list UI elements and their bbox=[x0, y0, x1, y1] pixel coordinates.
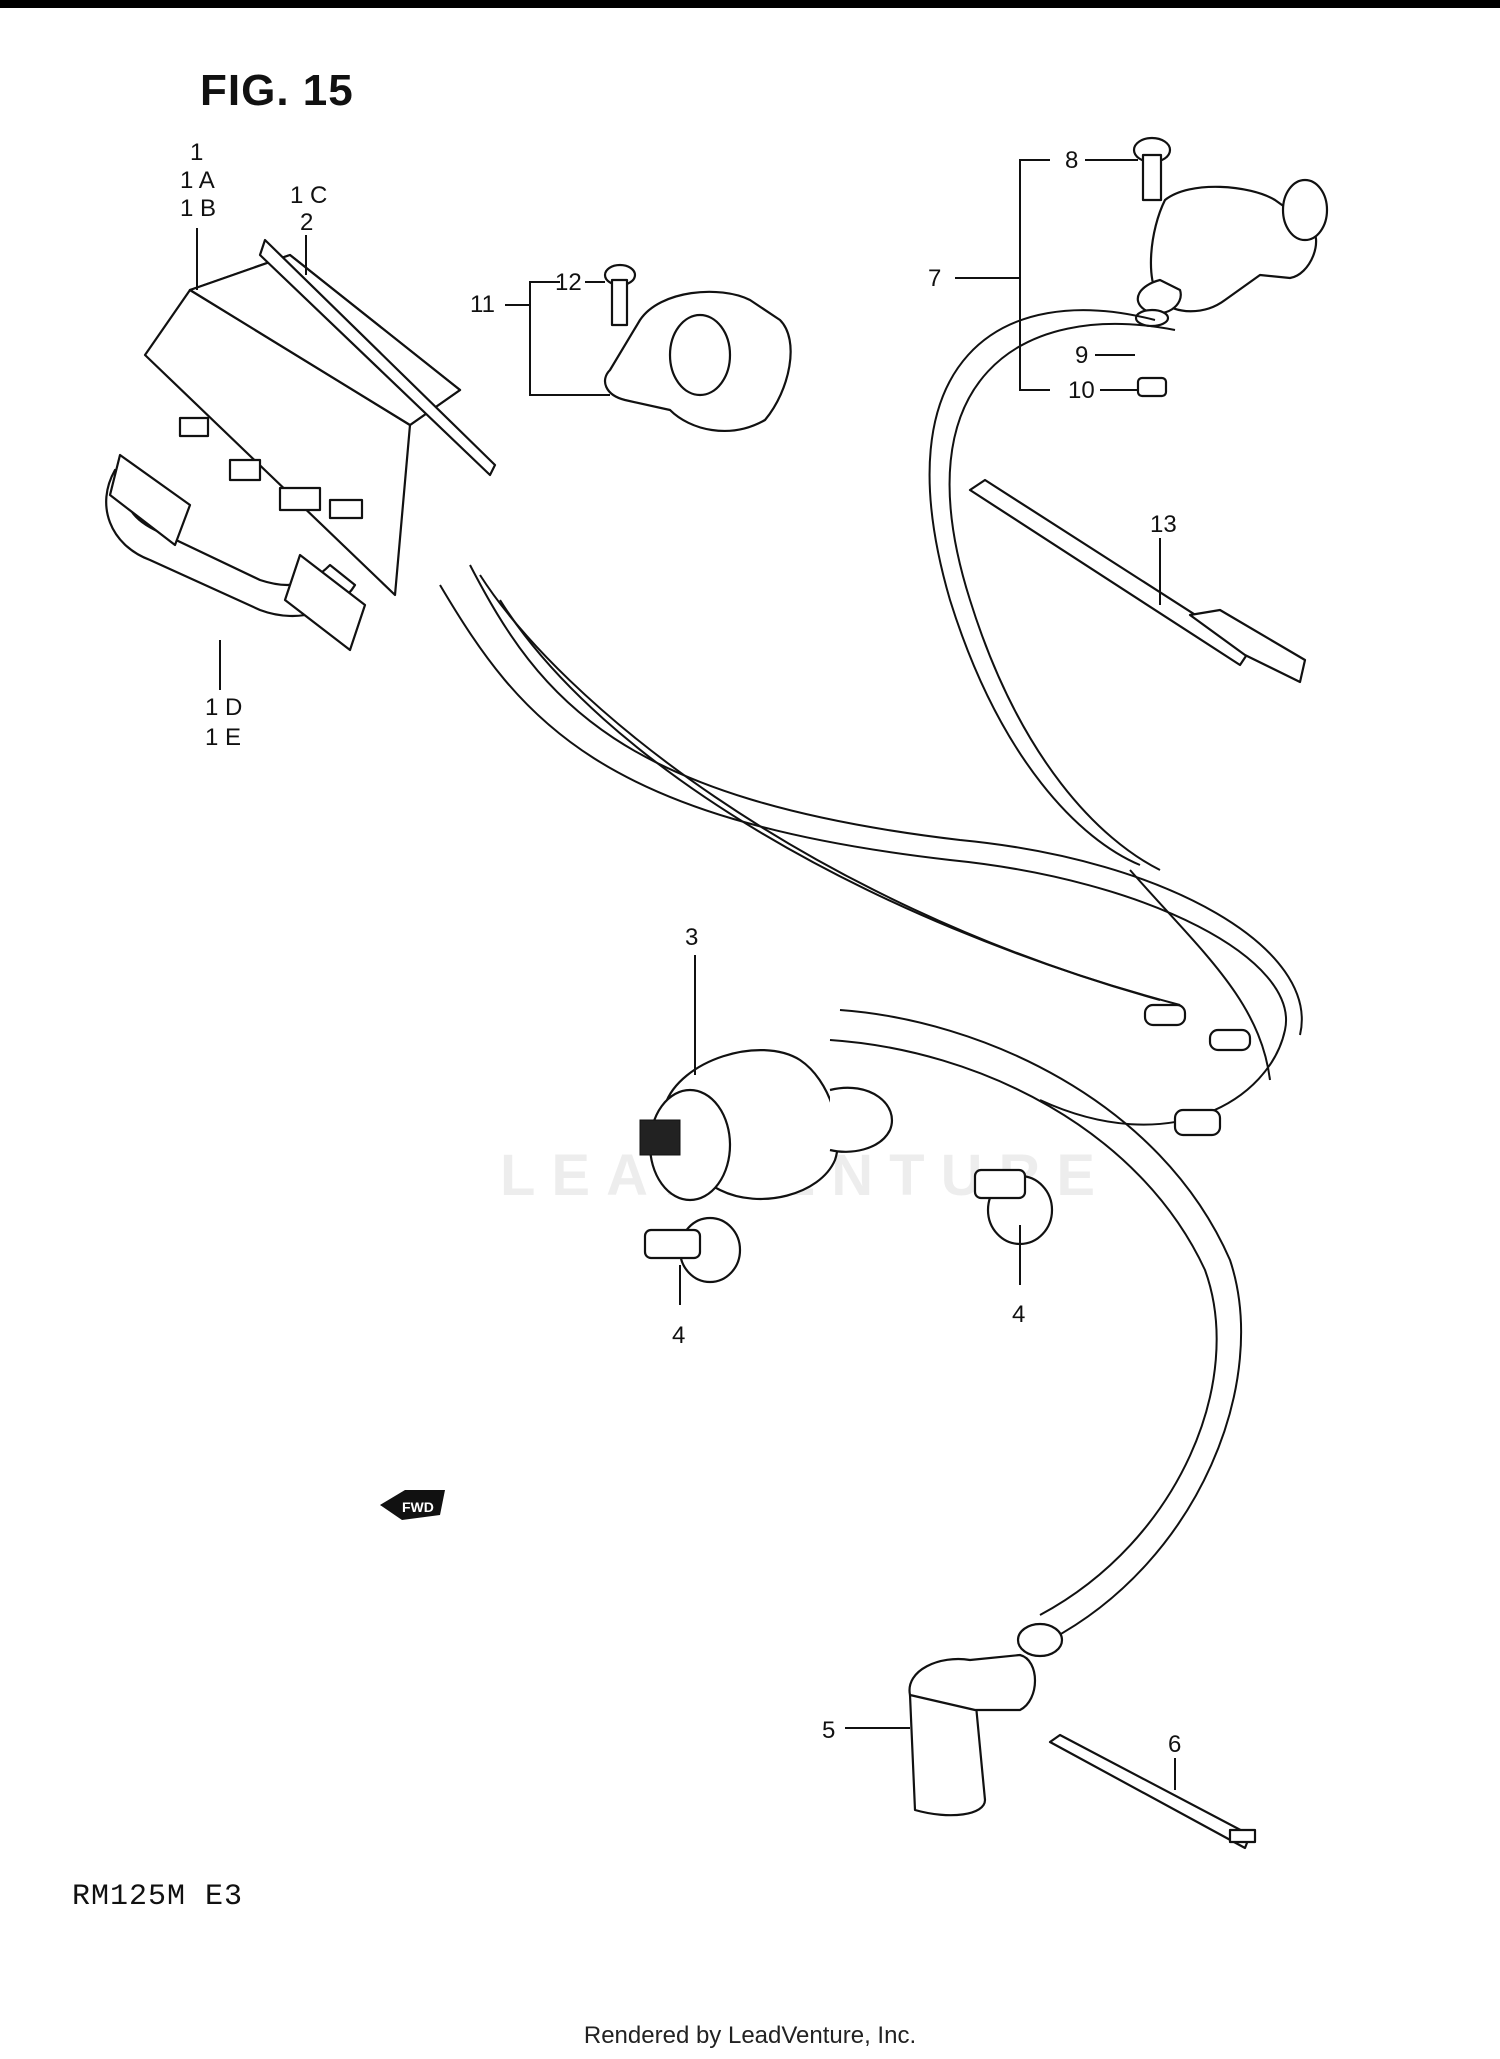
callout-1d: 1 D bbox=[205, 694, 242, 721]
callout-5: 5 bbox=[822, 1717, 835, 1744]
leader-lines bbox=[196, 159, 1176, 1790]
top-border bbox=[0, 0, 1500, 8]
callout-6: 6 bbox=[1168, 1731, 1181, 1758]
callout-1: 1 bbox=[190, 139, 203, 166]
callout-labels: 1 1 A 1 B 1 C 2 1 D 1 E 3 4 4 5 6 7 8 9 … bbox=[180, 139, 1181, 1758]
ignition-coil-icon[interactable] bbox=[639, 1049, 893, 1202]
callout-4a: 4 bbox=[672, 1322, 685, 1349]
callout-1c: 1 C bbox=[290, 182, 327, 209]
footer-credit: Rendered by LeadVenture, Inc. bbox=[583, 2022, 917, 2049]
clamp-screw-icon[interactable] bbox=[603, 263, 637, 327]
callout-1a: 1 A bbox=[180, 167, 215, 194]
cdi-unit-icon[interactable] bbox=[143, 238, 497, 597]
spark-plug-cap-icon[interactable] bbox=[908, 1622, 1064, 1817]
callout-11: 11 bbox=[470, 291, 495, 318]
model-code: RM125M E3 bbox=[72, 1880, 244, 1914]
callout-7: 7 bbox=[928, 265, 941, 292]
engine-stop-switch-icon[interactable] bbox=[1136, 178, 1329, 315]
bolt-icon[interactable] bbox=[973, 1168, 1054, 1246]
cable-tie-icon[interactable] bbox=[1048, 1733, 1257, 1850]
callout-1b: 1 B bbox=[180, 195, 216, 222]
bolt-icon[interactable] bbox=[1132, 136, 1172, 202]
figure-title: FIG. 15 bbox=[200, 66, 354, 115]
wire-harness-icon bbox=[439, 309, 1303, 1641]
fwd-arrow-label: FWD bbox=[402, 1499, 434, 1515]
callout-1e: 1 E bbox=[205, 724, 241, 751]
bolt-icon[interactable] bbox=[643, 1216, 742, 1284]
washer-icon[interactable] bbox=[1134, 308, 1170, 328]
cable-tie-icon[interactable] bbox=[968, 478, 1307, 684]
callout-12: 12 bbox=[555, 269, 582, 296]
callout-2: 2 bbox=[300, 209, 313, 236]
nut-icon[interactable] bbox=[1136, 376, 1168, 398]
callout-13: 13 bbox=[1150, 511, 1177, 538]
cdi-bracket-icon[interactable] bbox=[105, 453, 367, 652]
callout-10: 10 bbox=[1068, 377, 1095, 404]
callout-8: 8 bbox=[1065, 147, 1078, 174]
callout-3: 3 bbox=[685, 924, 698, 951]
clamp-icon[interactable] bbox=[603, 290, 792, 432]
fwd-arrow-icon: FWD bbox=[380, 1490, 445, 1520]
callout-9: 9 bbox=[1075, 342, 1088, 369]
callout-4b: 4 bbox=[1012, 1301, 1025, 1328]
